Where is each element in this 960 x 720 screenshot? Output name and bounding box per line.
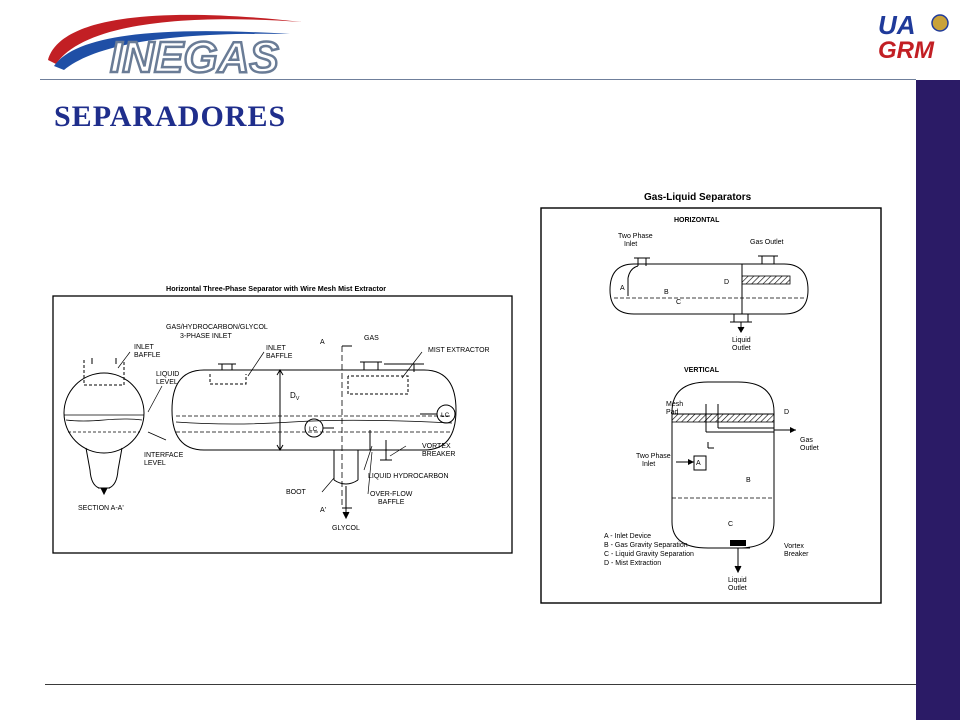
svg-text:C: C <box>676 299 681 306</box>
svg-text:B: B <box>746 477 751 484</box>
svg-text:VERTICAL: VERTICAL <box>684 367 720 374</box>
svg-text:LIQUID HYDROCARBON: LIQUID HYDROCARBON <box>368 473 449 480</box>
svg-text:C: C <box>728 521 733 528</box>
svg-text:A: A <box>620 285 625 292</box>
svg-text:INLET: INLET <box>266 345 287 352</box>
svg-text:Liquid: Liquid <box>728 577 747 584</box>
right-sidebar-bar <box>916 80 960 720</box>
footer-divider <box>45 684 916 685</box>
svg-text:A - Inlet Device: A - Inlet Device <box>604 533 651 540</box>
svg-text:Inlet: Inlet <box>624 241 637 248</box>
svg-text:LC: LC <box>441 412 450 419</box>
svg-text:Outlet: Outlet <box>732 345 751 352</box>
svg-text:LIQUID: LIQUID <box>156 371 179 378</box>
svg-text:Liquid: Liquid <box>732 337 751 344</box>
svg-text:A: A <box>320 339 325 346</box>
page-title: SEPARADORES <box>54 100 287 133</box>
gas-liquid-separators-diagram: Gas-Liquid Separators HORIZONTAL Two Pha… <box>540 192 882 604</box>
svg-text:BOOT: BOOT <box>286 489 307 496</box>
svg-text:UA: UA <box>878 10 916 40</box>
svg-text:DV: DV <box>290 391 300 402</box>
svg-text:OVER-FLOW: OVER-FLOW <box>370 491 413 498</box>
three-phase-separator-diagram: Horizontal Three-Phase Separator with Wi… <box>52 284 513 554</box>
svg-text:D: D <box>724 279 729 286</box>
svg-text:Mesh: Mesh <box>666 401 683 408</box>
svg-text:SECTION A-A': SECTION A-A' <box>78 505 124 512</box>
svg-text:MIST EXTRACTOR: MIST EXTRACTOR <box>428 347 490 354</box>
svg-text:BREAKER: BREAKER <box>422 451 455 458</box>
svg-text:Breaker: Breaker <box>784 551 809 558</box>
svg-text:Outlet: Outlet <box>800 445 819 452</box>
seal-icon <box>931 14 949 32</box>
svg-text:Gas: Gas <box>800 437 813 444</box>
svg-text:Gas Outlet: Gas Outlet <box>750 239 784 246</box>
svg-text:INEGAS: INEGAS <box>110 33 279 80</box>
svg-text:GAS/HYDROCARBON/GLYCOL: GAS/HYDROCARBON/GLYCOL <box>166 324 268 331</box>
svg-text:Pad: Pad <box>666 409 679 416</box>
svg-text:BAFFLE: BAFFLE <box>266 353 293 360</box>
svg-text:A: A <box>696 460 701 467</box>
svg-text:Outlet: Outlet <box>728 585 747 592</box>
ua-grm-logo: UA GRM <box>878 10 949 64</box>
svg-text:INLET: INLET <box>134 344 155 351</box>
svg-text:BAFFLE: BAFFLE <box>134 352 161 359</box>
svg-text:D: D <box>784 409 789 416</box>
mist-pad-horizontal <box>741 275 791 285</box>
svg-text:A': A' <box>320 507 326 514</box>
svg-text:Two Phase: Two Phase <box>618 233 653 240</box>
svg-text:Two Phase: Two Phase <box>636 453 671 460</box>
svg-text:3-PHASE INLET: 3-PHASE INLET <box>180 333 232 340</box>
svg-text:VORTEX: VORTEX <box>422 443 451 450</box>
header-divider <box>40 79 916 80</box>
figure-title: Gas-Liquid Separators <box>644 192 752 203</box>
svg-text:C - Liquid Gravity Separation: C - Liquid Gravity Separation <box>604 551 694 558</box>
svg-text:B: B <box>664 289 669 296</box>
svg-text:BAFFLE: BAFFLE <box>378 499 405 506</box>
svg-text:LEVEL: LEVEL <box>156 379 178 386</box>
svg-text:Inlet: Inlet <box>642 461 655 468</box>
svg-text:HORIZONTAL: HORIZONTAL <box>674 217 720 224</box>
legend: A - Inlet Device B - Gas Gravity Separat… <box>604 533 694 567</box>
vortex-breaker-vertical <box>730 540 746 546</box>
svg-text:GRM: GRM <box>878 37 935 64</box>
svg-text:Vortex: Vortex <box>784 543 804 550</box>
svg-text:INTERFACE: INTERFACE <box>144 452 184 459</box>
svg-text:LEVEL: LEVEL <box>144 460 166 467</box>
svg-text:GLYCOL: GLYCOL <box>332 525 360 532</box>
mesh-pad-vertical <box>671 413 775 423</box>
figure-title: Horizontal Three-Phase Separator with Wi… <box>166 284 386 293</box>
svg-text:D - Mist Extraction: D - Mist Extraction <box>604 560 661 567</box>
svg-text:B - Gas Gravity Separation: B - Gas Gravity Separation <box>604 542 688 549</box>
inegas-logo: INEGAS <box>48 14 302 80</box>
svg-text:GAS: GAS <box>364 335 379 342</box>
svg-text:LC: LC <box>309 426 318 433</box>
